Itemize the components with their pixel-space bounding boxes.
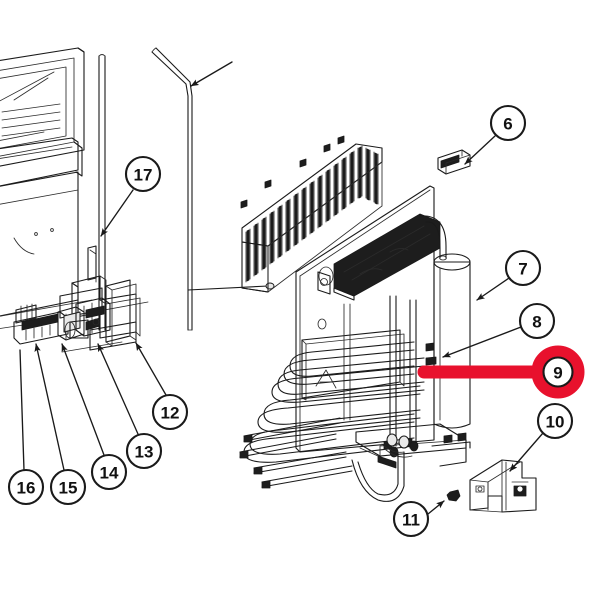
door-frame-assembly [0,47,85,187]
callout-9[interactable]: 9 [542,356,574,388]
bottom-manifold [355,423,471,469]
callout-10-label: 10 [546,413,565,432]
callout-16[interactable]: 16 [7,349,45,506]
callout-12-circle [151,393,189,431]
callout-14-label: 14 [100,464,119,483]
callout-11[interactable]: 11 [392,500,445,538]
highlight-ring [531,345,585,399]
unlabeled-pointer-arrow [190,61,233,87]
callout-17-label: 17 [134,166,153,185]
highlight-marker [417,345,585,399]
callout-17-circle [124,155,162,193]
callout-17[interactable]: 17 [100,155,162,237]
callout-14[interactable]: 14 [61,343,128,491]
callout-9-label: 9 [553,364,562,383]
callout-12[interactable]: 12 [135,342,189,431]
callout-7-circle [504,249,542,287]
condenser-fin-stack [240,135,383,293]
callout-9-circle [542,356,574,388]
callout-12-label: 12 [161,404,180,423]
connector-block [437,149,471,175]
callout-11-label: 11 [402,511,420,530]
callout-16-circle [7,468,45,506]
callout-13-label: 13 [135,443,154,462]
callout-13[interactable]: 13 [97,343,163,470]
callout-15[interactable]: 15 [34,343,87,506]
callout-10-circle [536,402,574,440]
callout-16-label: 16 [17,479,36,498]
callout-13-circle [125,432,163,470]
callout-10[interactable]: 10 [509,402,574,472]
fastener-nut [446,489,461,502]
callout-8[interactable]: 8 [442,302,556,358]
callout-8-label: 8 [532,313,541,332]
callout-6-circle [489,104,527,142]
mounting-bracket [469,459,537,513]
callout-15-circle [49,468,87,506]
callout-6[interactable]: 6 [464,104,527,165]
burner-box [317,213,441,301]
callout-14-circle [90,453,128,491]
callout-7[interactable]: 7 [476,249,542,301]
valve-manifold [13,279,137,347]
callout-15-label: 15 [59,479,78,498]
callout-7-label: 7 [518,260,527,279]
callout-11-circle [392,500,430,538]
evaporator-coil [239,295,437,502]
bent-rod [151,47,275,331]
callout-layer: 17 6 7 8 9 [7,104,574,538]
fitting-cluster [359,433,419,469]
callout-6-label: 6 [503,115,512,134]
vertical-post [98,54,106,331]
callout-8-circle [518,302,556,340]
